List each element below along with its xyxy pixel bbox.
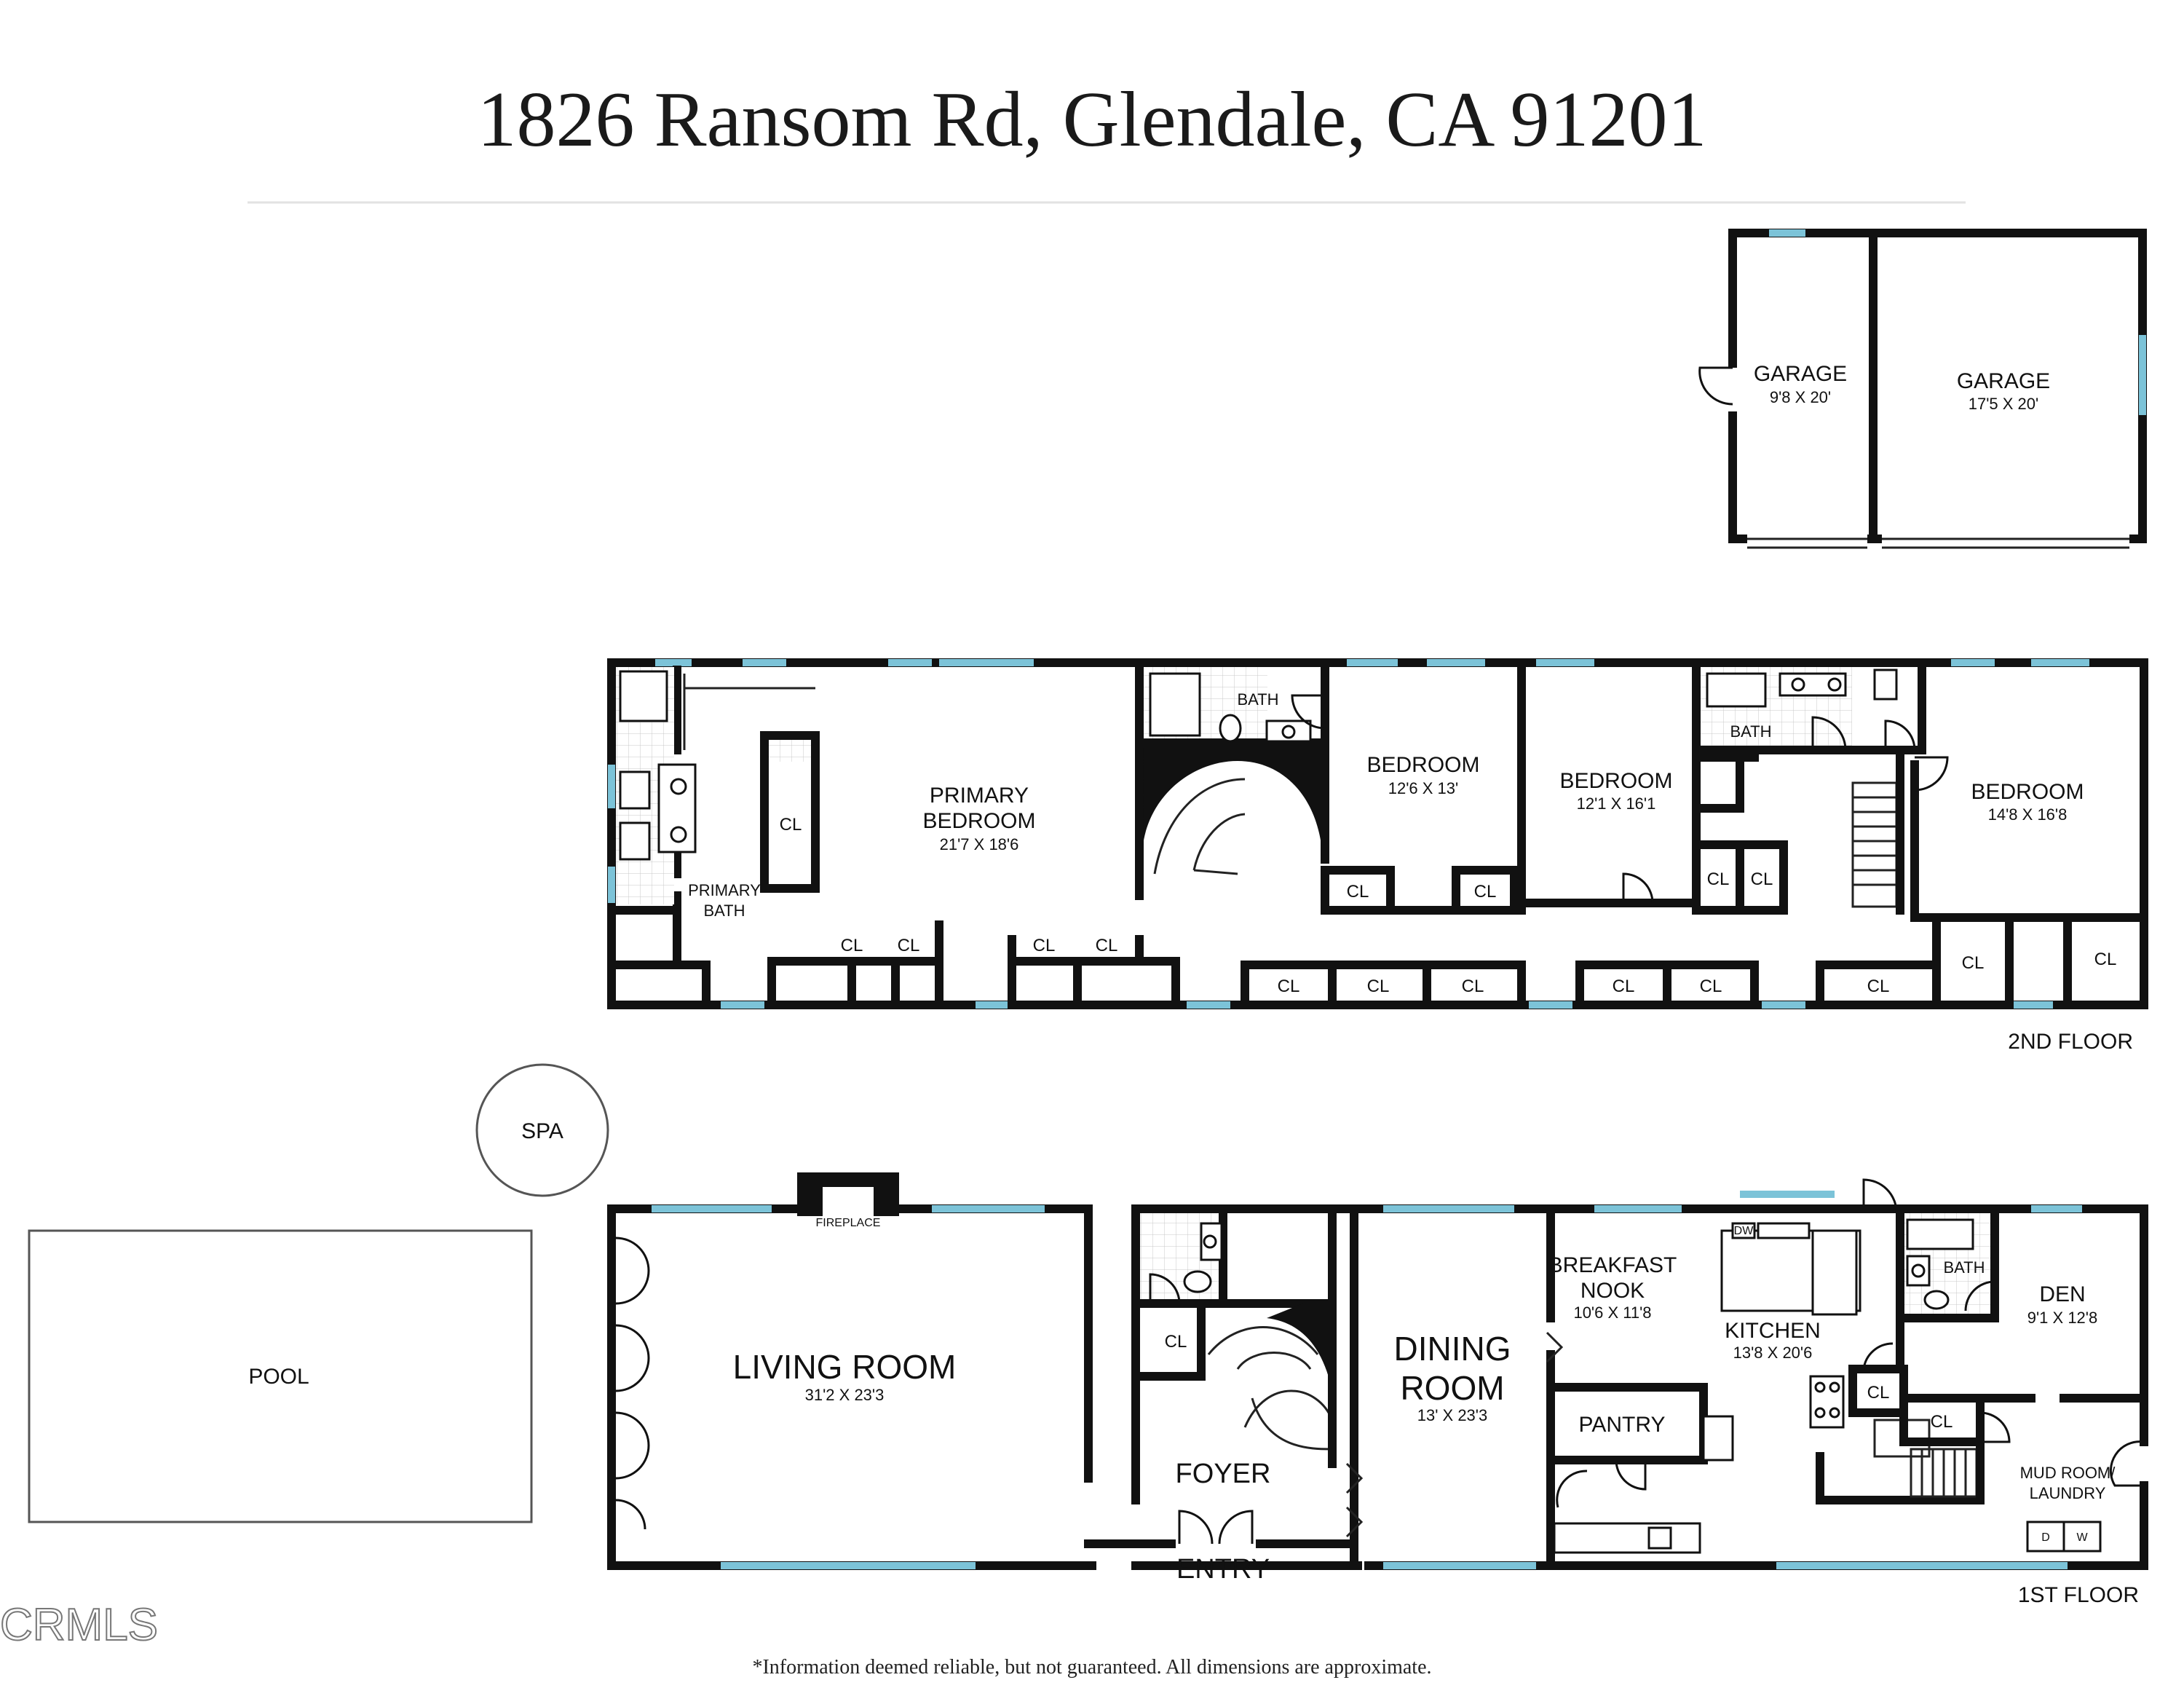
closet-label: CL	[1474, 882, 1497, 902]
bedroom-2-label: BEDROOM	[1559, 769, 1672, 793]
first-floor-plan: CL CL	[607, 1172, 2148, 1570]
garage-right-dims: 17'5 X 20'	[1969, 395, 2038, 413]
bedroom-1-label: BEDROOM	[1366, 753, 1479, 777]
closet-label: CL	[780, 815, 802, 835]
breakfast-nook-dims: 10'6 X 11'8	[1573, 1304, 1651, 1322]
entry-label: ENTRY	[1176, 1554, 1270, 1585]
closet-label: CL	[898, 936, 920, 955]
closet-label: CL	[1613, 977, 1635, 996]
breakfast-nook-label: BREAKFAST	[1548, 1253, 1677, 1277]
dining-room-label-2: ROOM	[1400, 1369, 1504, 1407]
rear-stair	[1910, 1448, 1978, 1498]
closet-label: CL	[1462, 977, 1484, 996]
closet-label: CL	[1033, 936, 1056, 955]
closet-label: CL	[1278, 977, 1300, 996]
dryer-label: D	[2041, 1531, 2050, 1544]
pantry-label: PANTRY	[1579, 1413, 1666, 1437]
primary-bedroom-label-2: BEDROOM	[922, 809, 1035, 833]
mud-room-label-2: LAUNDRY	[2030, 1484, 2106, 1502]
kitchen-dims: 13'8 X 20'6	[1733, 1344, 1813, 1362]
primary-bedroom-dims: 21'7 X 18'6	[940, 835, 1019, 853]
closet-label: CL	[1931, 1412, 1953, 1432]
floor-1-label: 1ST FLOOR	[2018, 1583, 2139, 1607]
closet-label: CL	[1096, 936, 1118, 955]
dining-room-label: DINING	[1394, 1330, 1511, 1368]
living-room-french-doors	[615, 1237, 650, 1530]
garage-left-dims: 9'8 X 20'	[1770, 388, 1831, 406]
mud-room-label: MUD ROOM/	[2020, 1464, 2116, 1482]
pool-label: POOL	[248, 1365, 309, 1389]
bath-label: BATH	[1730, 722, 1771, 741]
fireplace-label: FIREPLACE	[816, 1217, 881, 1229]
bath-label: BATH	[1943, 1258, 1985, 1277]
closet-label: CL	[1707, 869, 1730, 889]
bedroom-3-label: BEDROOM	[1971, 780, 2084, 804]
closet-label: CL	[2094, 950, 2117, 969]
breakfast-nook-label-2: NOOK	[1580, 1279, 1645, 1303]
closet-label: CL	[1867, 977, 1890, 996]
primary-bath-label-2: BATH	[703, 902, 745, 920]
garage-building	[1698, 229, 2147, 549]
foyer-label: FOYER	[1176, 1459, 1271, 1489]
dishwasher-label: DW	[1734, 1225, 1754, 1237]
closet-label: CL	[1347, 882, 1369, 902]
washer-label: W	[2076, 1531, 2088, 1544]
stair-treads	[1853, 796, 1896, 886]
bedroom-3-dims: 14'8 X 16'8	[1988, 805, 2068, 824]
spa-label: SPA	[521, 1119, 563, 1143]
garage-left-label: GARAGE	[1754, 362, 1847, 386]
living-room-label: LIVING ROOM	[733, 1348, 957, 1386]
page-title: 1826 Ransom Rd, Glendale, CA 91201	[478, 76, 1707, 163]
bath-label: BATH	[1237, 690, 1278, 709]
closet-label: CL	[1962, 953, 1985, 973]
floor-2-label: 2ND FLOOR	[2008, 1030, 2133, 1054]
crmls-logo: CRMLS	[0, 1600, 158, 1650]
closet-label: CL	[1751, 869, 1773, 889]
bedroom-2-dims: 12'1 X 16'1	[1577, 794, 1656, 813]
closet-label: CL	[1165, 1332, 1187, 1352]
garage-right-label: GARAGE	[1957, 369, 2050, 393]
bedroom-1-dims: 12'6 X 13'	[1388, 779, 1458, 797]
closet-label: CL	[1367, 977, 1390, 996]
kitchen-label: KITCHEN	[1725, 1319, 1821, 1343]
second-floor-plan: CL CL CL CL CL CL CL	[607, 658, 2148, 1009]
den-label: DEN	[2039, 1282, 2085, 1306]
primary-bedroom-label: PRIMARY	[930, 784, 1029, 808]
closet-label: CL	[1700, 977, 1722, 996]
living-room-dims: 31'2 X 23'3	[805, 1386, 885, 1404]
pool-outline	[28, 1229, 533, 1523]
closet-label: CL	[841, 936, 863, 955]
spa-outline	[475, 1063, 609, 1197]
dining-room-dims: 13' X 23'3	[1417, 1406, 1487, 1424]
closet-label: CL	[1867, 1383, 1890, 1403]
disclaimer: *Information deemed reliable, but not gu…	[752, 1656, 1431, 1679]
primary-bath-label: PRIMARY	[688, 881, 761, 899]
den-dims: 9'1 X 12'8	[2027, 1309, 2097, 1327]
